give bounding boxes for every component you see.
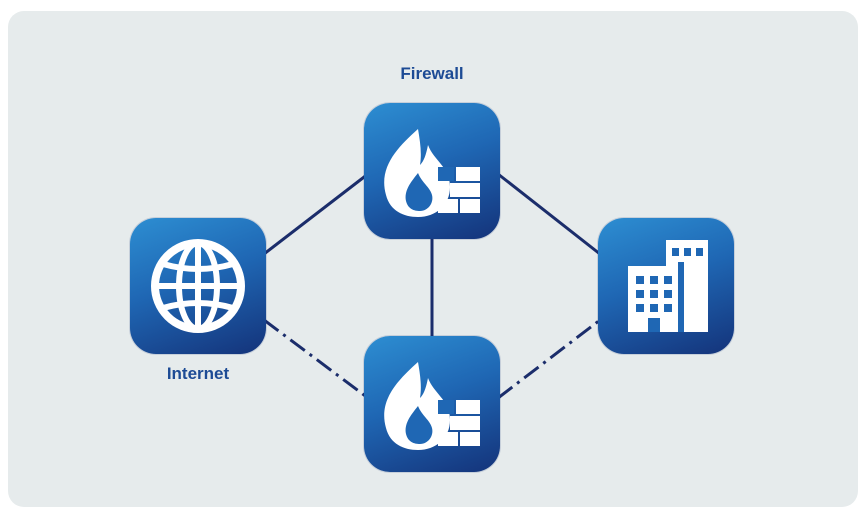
link-internet-firewall [263,172,369,256]
firewall-primary-node[interactable] [364,103,500,239]
internet-label: Internet [166,364,230,383]
internet-node[interactable] [130,218,266,354]
link-firewall-office [497,172,601,256]
firewall-backup-node[interactable] [364,336,500,472]
link-internet-backup [263,318,369,400]
link-backup-office [497,318,601,400]
firewall-label: Firewall [400,64,464,83]
building-icon [628,240,708,332]
globe-icon [151,239,245,333]
firewall-icon [384,129,480,217]
office-node[interactable] [598,218,734,354]
firewall-icon [384,362,480,450]
